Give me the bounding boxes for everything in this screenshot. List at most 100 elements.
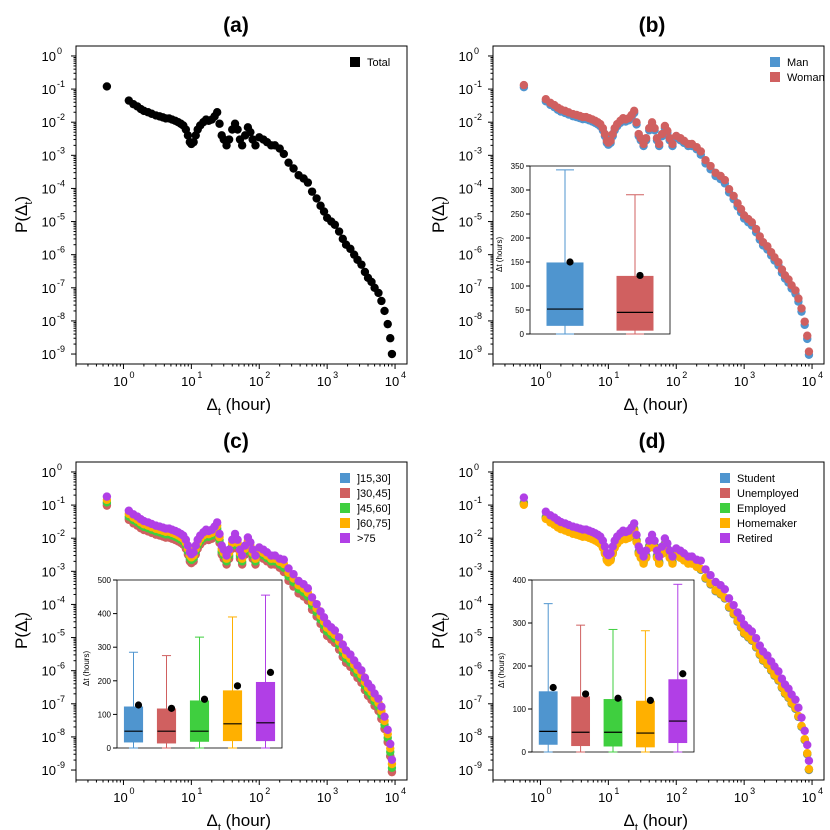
y-tick-label: 10 xyxy=(42,281,56,296)
legend-label: Homemaker xyxy=(737,518,797,530)
box-iqr xyxy=(123,706,144,743)
data-point xyxy=(383,319,392,329)
data-point xyxy=(629,519,639,528)
x-tick-label: 10 xyxy=(113,790,127,805)
data-point xyxy=(804,764,814,774)
x-axis-label: Δt (hour) xyxy=(624,811,689,830)
data-point xyxy=(706,571,715,580)
y-tick-label: 10 xyxy=(42,697,56,712)
y-axis-label-sub: t xyxy=(440,202,452,205)
legend-label: ]30,45] xyxy=(357,488,391,500)
inset-y-tick-label: 300 xyxy=(511,186,525,195)
box-mean xyxy=(614,694,622,702)
data-point xyxy=(357,666,366,675)
data-point xyxy=(751,224,761,234)
data-point xyxy=(804,347,814,356)
legend-swatch xyxy=(720,533,730,543)
inset-y-tick-label: 500 xyxy=(98,576,112,585)
data-point xyxy=(377,296,386,306)
box-iqr xyxy=(635,700,655,748)
data-point xyxy=(720,175,730,185)
data-point xyxy=(751,634,761,643)
inset-y-axis-label: Δt (hours) xyxy=(497,653,506,688)
x-tick-label: 10 xyxy=(530,374,544,389)
x-axis-label-sub: t xyxy=(218,406,221,418)
legend-label: ]60,75] xyxy=(357,518,391,530)
data-point xyxy=(650,536,659,545)
y-tick-exponent: -9 xyxy=(57,344,65,354)
x-tick-label: 10 xyxy=(598,790,612,805)
y-tick-exponent: -7 xyxy=(474,694,482,704)
box-mean xyxy=(566,258,574,266)
y-tick-label: 10 xyxy=(42,498,56,513)
data-point xyxy=(654,552,664,561)
y-tick-exponent: 0 xyxy=(57,462,62,472)
inset-y-tick-label: 300 xyxy=(98,643,112,652)
data-point xyxy=(387,349,397,359)
data-point xyxy=(319,207,329,216)
plot-frame xyxy=(492,461,825,781)
data-point xyxy=(736,614,746,623)
x-tick-label: 10 xyxy=(385,790,399,805)
data-point xyxy=(803,740,812,750)
x-tick-exponent: 1 xyxy=(614,786,619,796)
y-tick-label: 10 xyxy=(459,664,473,679)
inset-y-axis-label: Δt (hours) xyxy=(495,237,504,272)
data-point xyxy=(650,123,659,133)
data-point xyxy=(803,749,812,758)
y-tick-label: 10 xyxy=(42,347,56,362)
x-tick-label: 10 xyxy=(666,374,680,389)
box-iqr xyxy=(189,700,210,742)
data-point xyxy=(289,570,298,579)
y-tick-label: 10 xyxy=(42,564,56,579)
data-point xyxy=(736,204,746,214)
box-mean xyxy=(233,682,242,690)
box-iqr xyxy=(668,679,688,744)
data-point xyxy=(668,559,677,568)
x-tick-label: 10 xyxy=(385,374,399,389)
data-point xyxy=(747,627,757,636)
panel-title: (d) xyxy=(639,430,666,453)
data-point xyxy=(519,500,529,510)
y-axis-label-sub: t xyxy=(23,202,35,205)
box-mean xyxy=(646,696,655,705)
inset-y-tick-label: 100 xyxy=(513,705,527,714)
plot-frame xyxy=(75,45,408,365)
data-point xyxy=(237,141,247,150)
data-point xyxy=(600,542,610,551)
y-tick-label: 10 xyxy=(459,465,473,480)
data-point xyxy=(215,119,224,128)
y-tick-exponent: -2 xyxy=(57,112,65,122)
x-axis-label-main: Δ xyxy=(624,811,635,830)
panel-title: (c) xyxy=(223,430,249,453)
data-point xyxy=(696,147,706,156)
data-point xyxy=(791,286,800,295)
legend-label: Total xyxy=(367,57,390,69)
x-axis-label-main: Δ xyxy=(624,395,635,414)
y-tick-exponent: -9 xyxy=(474,760,482,770)
y-tick-label: 10 xyxy=(459,498,473,513)
data-point xyxy=(183,541,193,550)
data-point xyxy=(377,702,386,711)
x-tick-exponent: 2 xyxy=(265,786,270,796)
y-tick-exponent: -6 xyxy=(57,661,65,671)
y-axis-label-main: P(Δ xyxy=(429,621,448,649)
data-point xyxy=(774,257,783,267)
data-point xyxy=(183,131,193,140)
legend-label: Student xyxy=(737,473,775,485)
box-mean xyxy=(266,668,275,677)
data-point xyxy=(233,125,242,134)
y-tick-exponent: -2 xyxy=(474,528,482,538)
box-mean xyxy=(200,695,209,703)
y-tick-label: 10 xyxy=(459,281,473,296)
x-tick-exponent: 4 xyxy=(818,786,823,796)
y-tick-label: 10 xyxy=(459,82,473,97)
x-axis-label-tail: (hour) xyxy=(638,811,688,830)
data-point xyxy=(279,149,289,159)
y-tick-exponent: -8 xyxy=(474,311,482,321)
